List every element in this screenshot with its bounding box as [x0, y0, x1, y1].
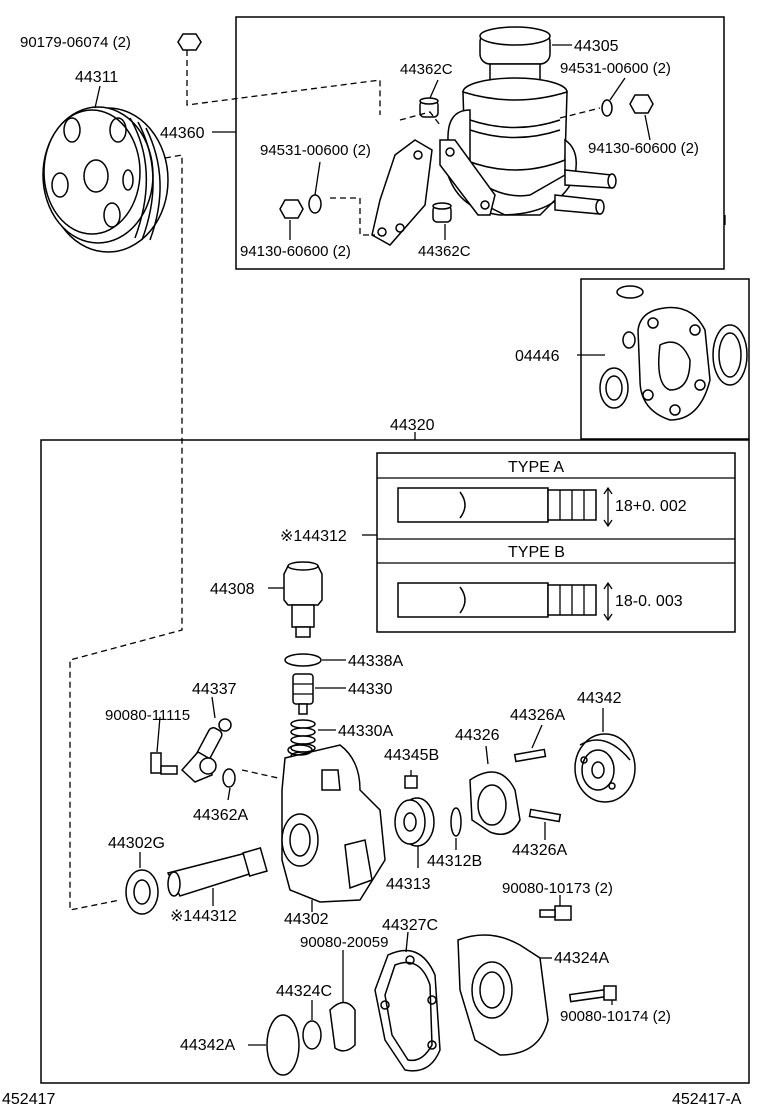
- pump-housing-44302: [281, 744, 386, 912]
- label-44362a: 44362A: [193, 807, 248, 824]
- o-ring-44342a-icon: [266, 1014, 300, 1076]
- label-44326a-bot: 44326A: [512, 842, 567, 859]
- label-94130-right: 94130-60600 (2): [588, 140, 699, 157]
- seal-44302g: [125, 852, 159, 915]
- reservoir-group: [212, 16, 726, 270]
- label-44326a-top: 44326A: [510, 707, 565, 724]
- label-44305: 44305: [574, 38, 619, 55]
- pulley-44311: [42, 85, 169, 253]
- fitting-44308: [268, 561, 323, 638]
- label-type-a-dim: 18+0. 002: [615, 498, 687, 515]
- gasket-44327c: [374, 931, 441, 1072]
- label-44345b: 44345B: [384, 747, 439, 764]
- label-90080-10174: 90080-10174 (2): [560, 1008, 671, 1025]
- pump-assembly-box: [40, 439, 750, 1084]
- shaft-144312: [166, 847, 268, 906]
- rotor-44313: [394, 797, 435, 868]
- label-type-b: TYPE B: [508, 544, 565, 561]
- label-144312-bot: ※144312: [170, 908, 237, 925]
- gasket-44362a-icon: [222, 768, 236, 788]
- nut-left-icon: [279, 199, 304, 219]
- label-44342: 44342: [577, 690, 622, 707]
- label-44330a: 44330A: [338, 723, 393, 740]
- pump-assembly-group: [40, 432, 750, 1084]
- cover-44324a: [457, 934, 552, 1056]
- label-type-a: TYPE A: [508, 459, 564, 476]
- label-44342a: 44342A: [180, 1037, 235, 1054]
- mounting-bracket: [371, 139, 433, 246]
- label-44302: 44302: [284, 911, 329, 928]
- bolt-90080-10173: [539, 895, 572, 921]
- label-44327c: 44327C: [382, 917, 438, 934]
- nut-right-icon: [629, 94, 654, 114]
- label-94531-right: 94531-00600 (2): [560, 60, 671, 77]
- vane-44345b-icon: [404, 775, 418, 789]
- reservoir-cap: [479, 26, 551, 81]
- bolt-90080-10174: [568, 985, 617, 1005]
- pin-44326a-bot-icon: [528, 808, 562, 823]
- label-44338a: 44338A: [348, 653, 403, 670]
- label-90179: 90179-06074 (2): [20, 34, 131, 51]
- label-44362c-top: 44362C: [400, 61, 453, 78]
- washer-right-icon: [601, 99, 613, 117]
- label-44324c: 44324C: [276, 983, 332, 1000]
- o-ring-44338a-icon: [284, 653, 322, 667]
- cam-ring-44326: [469, 745, 521, 835]
- label-90080-20059: 90080-20059: [300, 934, 388, 951]
- bolt-90080-11115: [150, 716, 178, 775]
- labels: 90179-06074 (2) 44311 44360 44305 44362C…: [2, 34, 742, 1108]
- gasket-icon: [637, 306, 711, 421]
- footer-left-code: 452417: [2, 1091, 55, 1108]
- reservoir-tank: [439, 77, 617, 216]
- label-44337: 44337: [192, 681, 237, 698]
- snap-ring-44312b-icon: [450, 807, 462, 837]
- label-90080-10173: 90080-10173 (2): [502, 880, 613, 897]
- label-44362c-bot: 44362C: [418, 243, 471, 260]
- seal-kit-box: [580, 278, 750, 440]
- grommet-44362c-bottom: [432, 202, 452, 223]
- o-ring-44324c-icon: [302, 1020, 322, 1050]
- washer-left-icon: [308, 194, 322, 214]
- label-144312-top: ※144312: [280, 528, 347, 545]
- label-44324a: 44324A: [554, 950, 609, 967]
- pin-44326a-top-icon: [513, 748, 547, 763]
- label-44308: 44308: [210, 581, 255, 598]
- label-44311: 44311: [75, 69, 118, 86]
- seal-90080-20059-icon: [329, 1001, 356, 1052]
- label-90080-11115: 90080-11115: [105, 707, 190, 724]
- label-type-b-dim: 18-0. 003: [615, 593, 683, 610]
- label-44330: 44330: [348, 681, 393, 698]
- nut-90179-icon: [177, 33, 202, 51]
- footer-right-code: 452417-A: [672, 1091, 742, 1108]
- label-04446: 04446: [515, 348, 560, 365]
- side-plate-44342: [574, 708, 636, 803]
- o-ring-icon: [616, 285, 644, 299]
- label-94130-left: 94130-60600 (2): [240, 243, 351, 260]
- reservoir-box: [235, 16, 725, 270]
- label-44360: 44360: [160, 125, 205, 142]
- label-44320: 44320: [390, 417, 435, 434]
- label-44313: 44313: [386, 876, 431, 893]
- shaft-type-table: [376, 452, 736, 633]
- valve-44330: [292, 673, 346, 715]
- label-44302g: 44302G: [108, 835, 165, 852]
- label-44312b: 44312B: [427, 853, 482, 870]
- label-94531-left: 94531-00600 (2): [260, 142, 371, 159]
- union-44337: [180, 696, 232, 783]
- seal-kit-group: [577, 278, 750, 440]
- label-44326: 44326: [455, 727, 500, 744]
